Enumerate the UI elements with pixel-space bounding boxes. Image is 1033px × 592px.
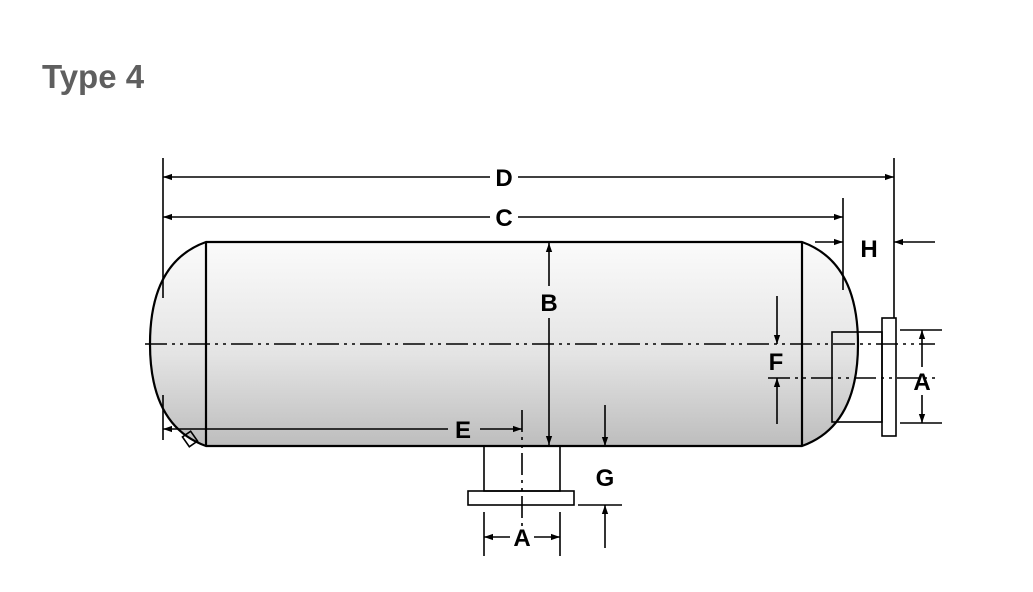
- dimension-a-right-label: A: [913, 369, 930, 396]
- dimension-a-bottom-label: A: [513, 525, 530, 552]
- drain-fitting: [181, 430, 199, 448]
- dimension-h-label: H: [860, 236, 877, 263]
- dimension-f: F: [769, 296, 784, 424]
- dimension-a-bottom: A: [484, 525, 560, 552]
- dimension-e: E: [163, 417, 522, 444]
- dimension-c-label: C: [495, 205, 512, 232]
- dimension-f-label: F: [769, 349, 784, 376]
- dimension-a-right: A: [913, 330, 931, 423]
- dimension-b-label: B: [540, 290, 557, 317]
- dimension-h: H: [815, 236, 935, 263]
- dimension-g-label: G: [596, 465, 615, 492]
- dimension-c: C: [163, 205, 843, 232]
- dimension-d: D: [163, 165, 894, 192]
- dimension-g: G: [596, 405, 615, 548]
- dimension-b: B: [540, 243, 558, 445]
- dimension-d-label: D: [495, 165, 512, 192]
- bottom-nozzle: [467, 445, 575, 506]
- diagram-title: Type 4: [42, 58, 145, 95]
- side-nozzle: [831, 317, 897, 437]
- dimension-e-label: E: [455, 417, 471, 444]
